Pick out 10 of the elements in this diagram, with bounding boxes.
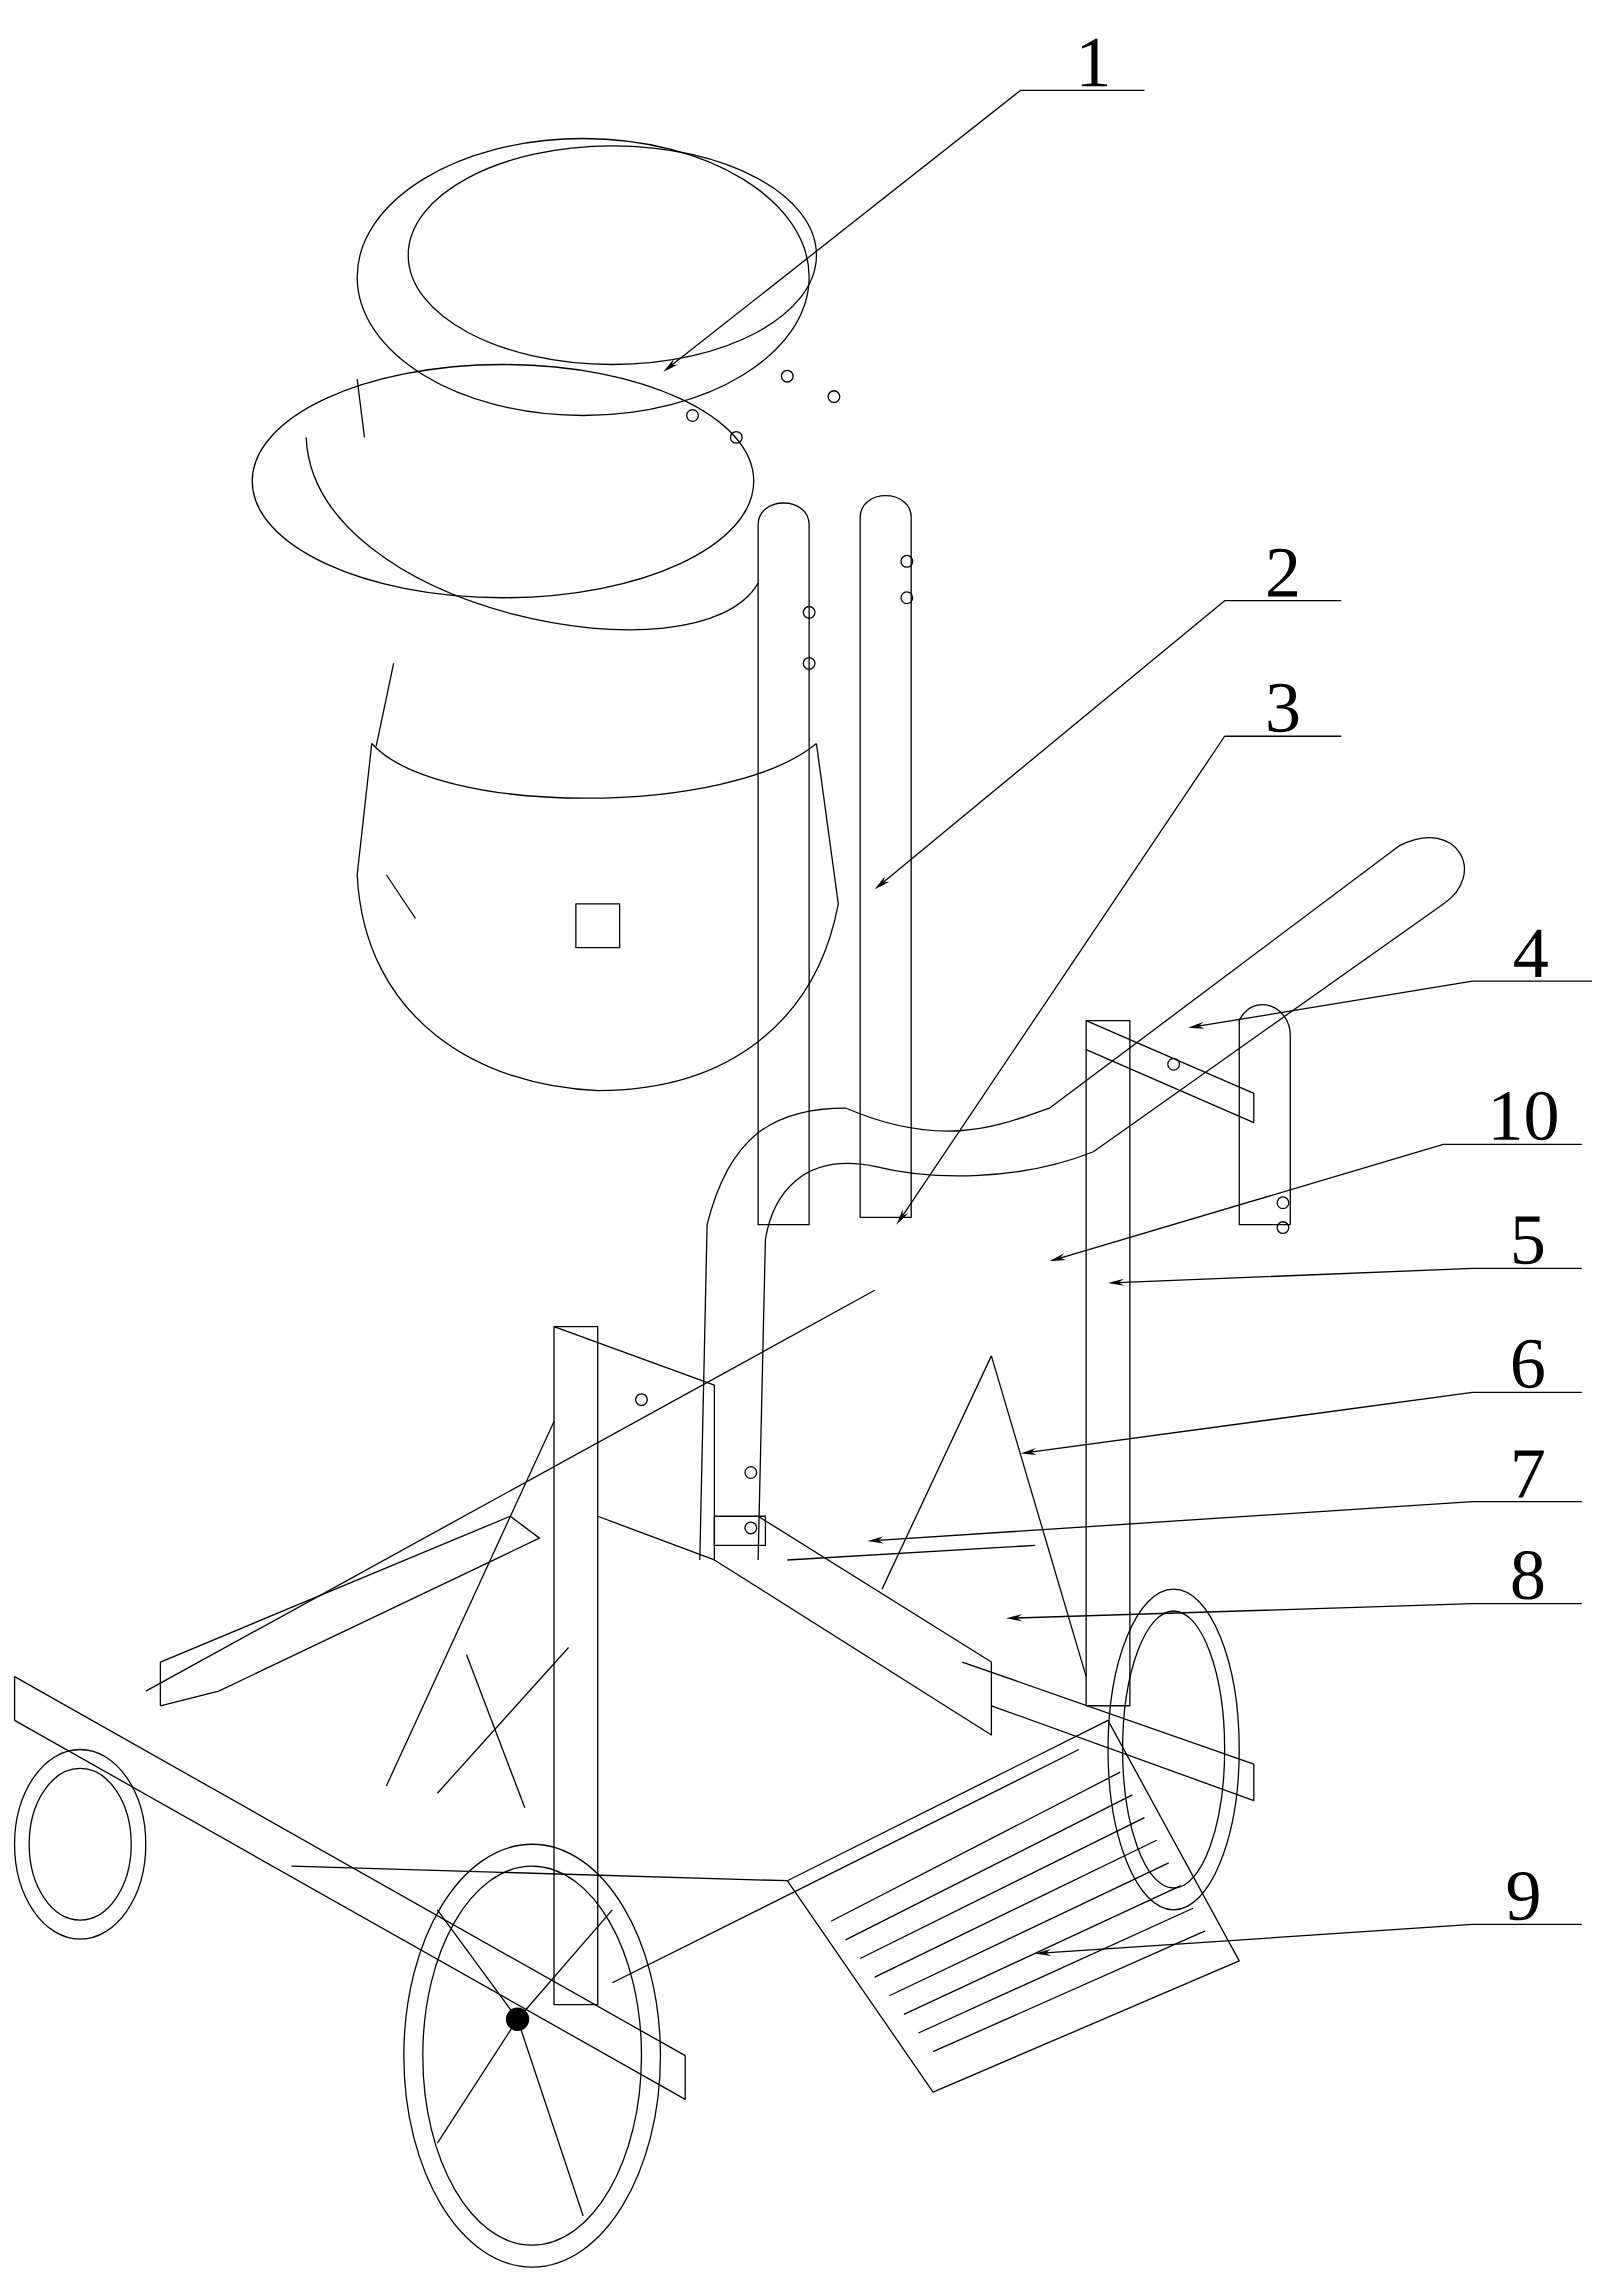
callout-number: 3: [1268, 683, 1298, 733]
callout-number: 9: [1507, 1871, 1539, 1921]
callout-number: 10: [1493, 1091, 1557, 1141]
callout-number: 1: [1081, 38, 1107, 87]
callout-number: 2: [1267, 548, 1297, 597]
callout-number: 5: [1513, 1216, 1543, 1265]
callout-number: 8: [1512, 1551, 1543, 1600]
callout-number: 7: [1514, 1450, 1544, 1498]
callout-number: 6: [1512, 1339, 1544, 1389]
callout-number: 4: [1514, 929, 1548, 978]
